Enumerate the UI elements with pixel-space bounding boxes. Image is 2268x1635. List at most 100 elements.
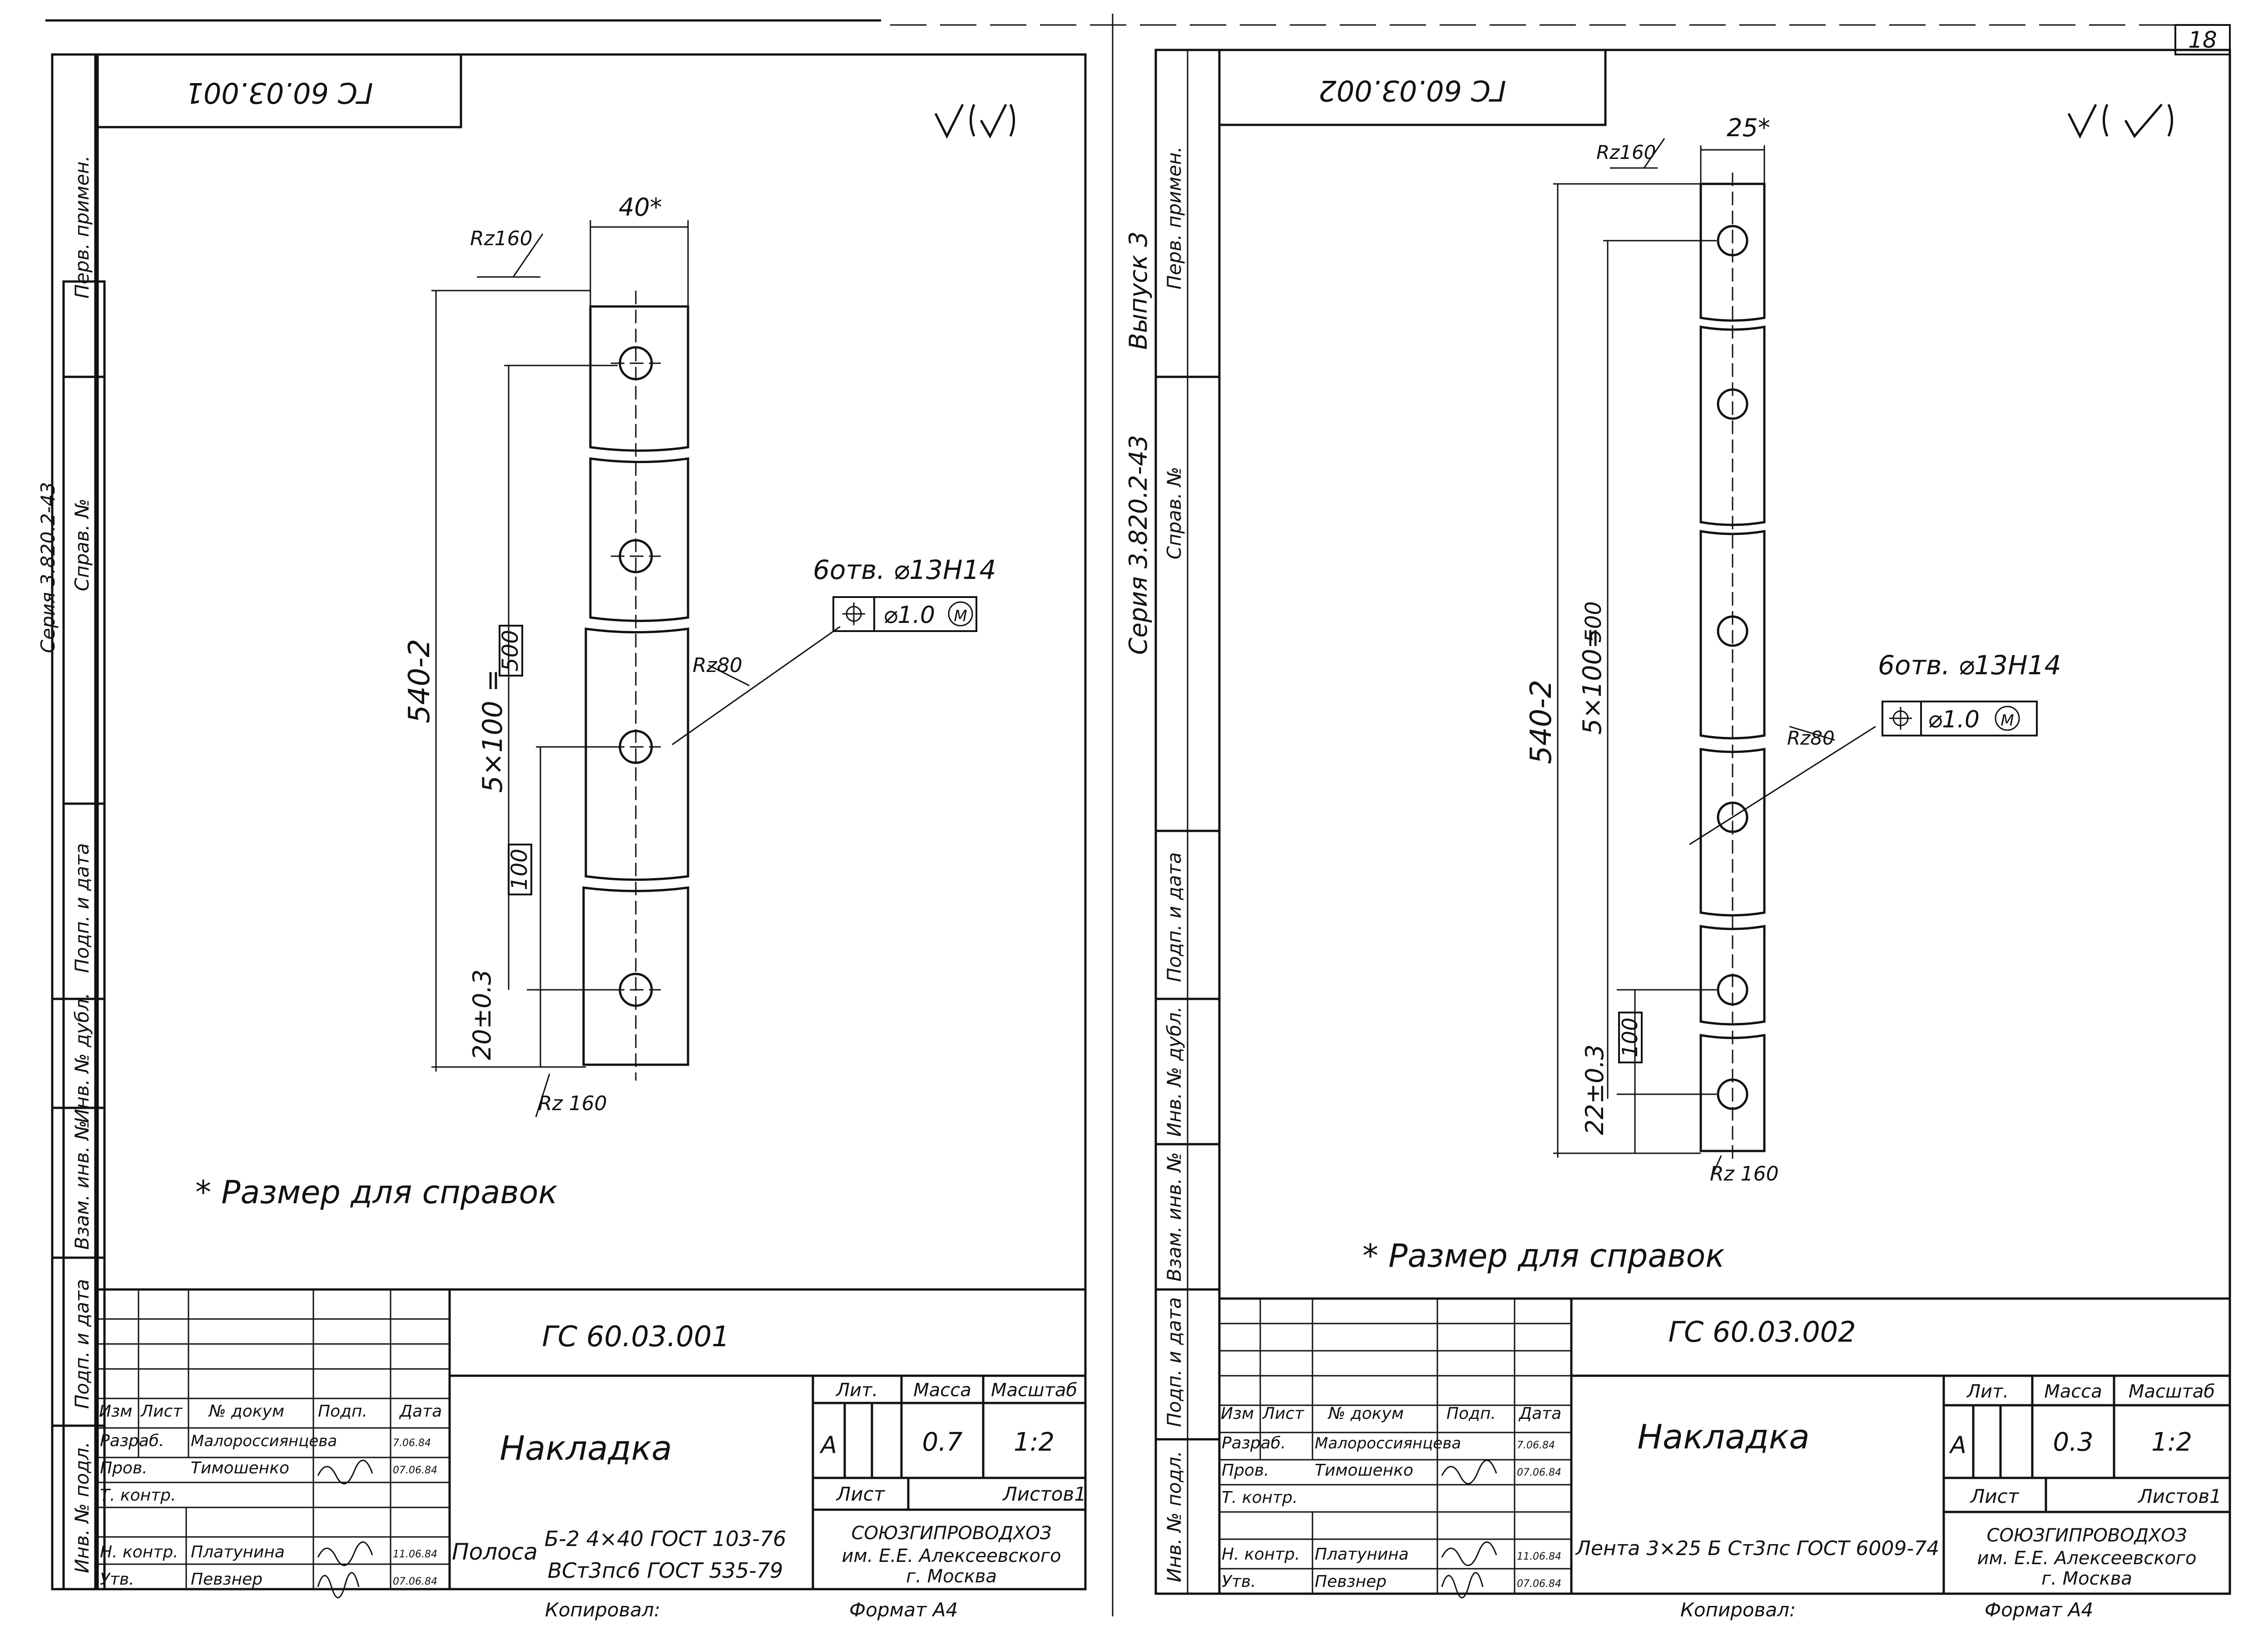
sheet1-hole-note: 6отв. ⌀13Н14	[813, 554, 996, 585]
sheet2-pos-tol: ⌀1.0	[1928, 706, 1980, 733]
signature-marks	[317, 1459, 1497, 1599]
sheet2-org-2: им. Е.Е. Алексеевского	[1977, 1548, 2197, 1569]
s1-date-utv: 07.06.84	[393, 1576, 437, 1587]
s1-sidebar-perv: Перв. примен.	[71, 155, 93, 298]
sheet1-pitch-dim: 5×100 =	[477, 669, 509, 793]
s1-col-date: Дата	[399, 1402, 442, 1421]
sheet2-org-3: г. Москва	[2041, 1568, 2132, 1589]
s2-sidebar-issue: Выпуск 3	[1124, 232, 1153, 350]
sheet2-code: ГС 60.03.002	[1668, 1315, 1856, 1349]
position-tolerance-frame-1	[832, 596, 977, 632]
s1-sidebar-invpodl: Инв. № подл.	[71, 1442, 93, 1573]
sheet1-scale: 1:2	[1014, 1428, 1055, 1457]
s2-sidebar-vzam: Взам. инв. №	[1163, 1152, 1185, 1281]
page-number: 18	[2188, 27, 2217, 53]
sheet2-hdr-scale: Масштаб	[2129, 1381, 2215, 1402]
sheet-2	[890, 14, 2231, 1616]
sheet1-top-code: ГС 60.03.001	[185, 76, 373, 109]
frame-2	[1218, 49, 2231, 1595]
strip-part-1	[582, 291, 689, 1081]
sheet1-pos-mod: М	[954, 607, 967, 625]
sheet1-step-box: 100	[507, 849, 532, 890]
sheet2-length-dim: 540-2	[1525, 680, 1558, 764]
s1-role-tkontr: Т. контр.	[100, 1486, 176, 1505]
s2-sidebar-sprav: Справ. №	[1163, 467, 1185, 559]
sheet1-rz160-top: Rz160	[470, 227, 533, 250]
sheet1-org-3: г. Москва	[906, 1566, 997, 1587]
s2-date-utv: 07.06.84	[1517, 1578, 1561, 1590]
s1-sidebar-invdubl: Инв. № дубл.	[71, 993, 93, 1123]
sheet2-hdr-sheets: Листов1	[2137, 1485, 2222, 1507]
s2-date-nkontr: 11.06.84	[1517, 1551, 1561, 1562]
s1-name-utv: Певзнер	[191, 1570, 262, 1589]
sheet1-copied: Копировал:	[545, 1599, 660, 1621]
s1-sidebar-podp2: Подп. и дата	[71, 1279, 93, 1409]
s2-date-prov: 07.06.84	[1517, 1467, 1561, 1478]
s2-role-razrab: Разраб.	[1222, 1434, 1286, 1452]
sheet1-hdr-sheets: Листов1	[1002, 1483, 1086, 1505]
s2-sidebar-invpodl: Инв. № подл.	[1163, 1451, 1185, 1582]
sheet2-title: Накладка	[1637, 1418, 1810, 1457]
sheet2-copied: Копировал:	[1680, 1599, 1796, 1621]
sheet1-lit: А	[819, 1432, 837, 1459]
s2-col-izm: Изм	[1221, 1404, 1254, 1423]
s2-name-nkontr: Платунина	[1315, 1545, 1409, 1564]
sheet1-material-bottom: ВСт3пс6 ГОСТ 535-79	[548, 1558, 783, 1583]
sheet2-format: Формат А4	[1985, 1599, 2093, 1621]
sheet1-end-dim: 20±0.3	[468, 969, 496, 1060]
sheet1-mass: 0.7	[922, 1428, 962, 1457]
sheet1-hdr-lit: Лит.	[835, 1380, 878, 1401]
s2-role-tkontr: Т. контр.	[1222, 1488, 1297, 1507]
top-code-box-1	[96, 53, 462, 128]
sheet1-rz80: Rz80	[693, 654, 743, 677]
sheet2-pos-mod: М	[2001, 711, 2014, 730]
sheet1-title: Накладка	[500, 1429, 672, 1468]
s1-role-prov: Пров.	[100, 1459, 148, 1477]
s2-col-doc: № докум	[1327, 1404, 1404, 1423]
sidebar-inner-strip-1	[62, 280, 106, 1591]
sheet1-pos-tol: ⌀1.0	[883, 602, 935, 629]
sheet2-top-code: ГС 60.03.002	[1318, 74, 1506, 107]
sheet2-end-dim: 22±0.3	[1580, 1044, 1609, 1135]
s1-col-list: Лист	[140, 1402, 183, 1421]
s1-col-sign: Подп.	[318, 1402, 367, 1421]
sheet2-hdr-mass: Масса	[2044, 1381, 2102, 1402]
sheet2-pitch-dim: 5×100=	[1578, 627, 1607, 735]
s2-role-prov: Пров.	[1222, 1461, 1269, 1480]
s2-sidebar-series: Серия 3.820.2-43	[1124, 435, 1153, 655]
s1-role-razrab: Разраб.	[100, 1432, 164, 1450]
sheet2-step-box: 100	[1618, 1018, 1642, 1057]
sheet1-rz160-bottom: Rz 160	[538, 1092, 607, 1115]
sheet2-material: Лента 3×25 Б Ст3пс ГОСТ 6009-74	[1575, 1537, 1939, 1560]
sheet1-hdr-sheet: Лист	[836, 1483, 886, 1505]
frame-1	[96, 53, 1087, 1591]
s2-sidebar-podp: Подп. и дата	[1163, 852, 1185, 982]
sheet2-hdr-sheet: Лист	[1970, 1485, 2020, 1507]
sheet1-format: Формат А4	[849, 1599, 958, 1621]
s1-name-razrab: Малороссиянцева	[191, 1432, 337, 1450]
sheet1-code: ГС 60.03.001	[542, 1320, 729, 1353]
top-code-box-2	[1218, 49, 1607, 126]
sheet1-width-dim: 40*	[619, 193, 662, 222]
s2-col-date: Дата	[1518, 1404, 1561, 1423]
sheet1-material-top: Б-2 4×40 ГОСТ 103-76	[545, 1526, 787, 1551]
s1-sidebar-sprav: Справ. №	[71, 499, 93, 591]
s1-sidebar-podp: Подп. и дата	[71, 843, 93, 973]
sheet1-pitch-box: 500	[498, 630, 523, 672]
s1-date-prov: 07.06.84	[393, 1465, 437, 1476]
page-number-box	[2174, 24, 2231, 55]
surface-roughness-icon	[934, 104, 964, 139]
sheet1-length-dim: 540-2	[403, 639, 436, 723]
sheet2-rz160-top: Rz160	[1596, 141, 1656, 163]
s2-name-utv: Певзнер	[1315, 1572, 1387, 1591]
s2-sidebar-invdubl: Инв. № дубл.	[1163, 1006, 1185, 1136]
s2-date-razrab: 7.06.84	[1517, 1440, 1555, 1451]
s2-col-list: Лист	[1262, 1404, 1304, 1423]
s2-sidebar-podp2: Подп. и дата	[1163, 1297, 1185, 1427]
s1-date-nkontr: 11.06.84	[393, 1549, 437, 1560]
sheet1-material-prefix: Полоса	[452, 1539, 538, 1565]
s1-name-nkontr: Платунина	[191, 1543, 285, 1561]
s1-role-utv: Утв.	[100, 1570, 134, 1589]
sheet2-mass: 0.3	[2053, 1428, 2093, 1457]
